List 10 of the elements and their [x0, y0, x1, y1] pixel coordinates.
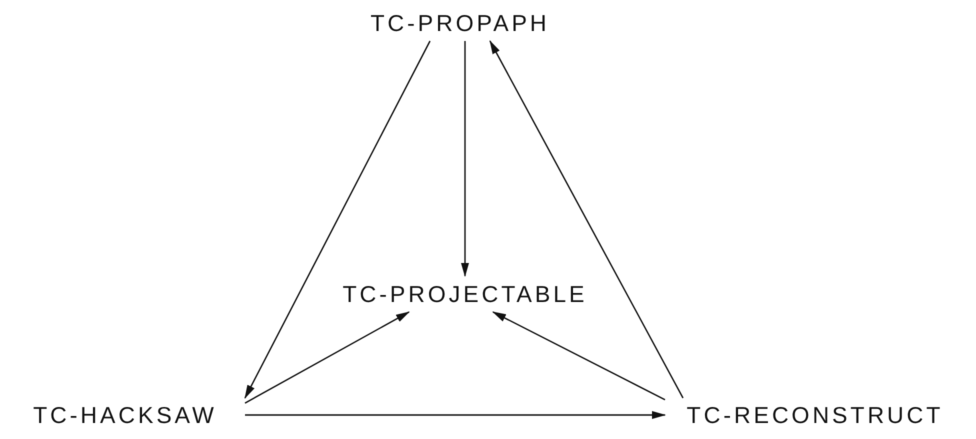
arrow — [492, 311, 666, 400]
arrow — [244, 311, 410, 404]
arrow — [245, 411, 666, 419]
node-label: TC-HACKSAW — [5, 398, 245, 432]
node-label: TC-PROJECTABLE — [325, 276, 605, 312]
arrow — [461, 41, 469, 277]
node-label: TC-RECONSTRUCT — [665, 398, 965, 432]
arrow — [489, 40, 684, 398]
arrow — [244, 40, 431, 399]
node-label: TC-PROPAPH — [335, 5, 585, 41]
